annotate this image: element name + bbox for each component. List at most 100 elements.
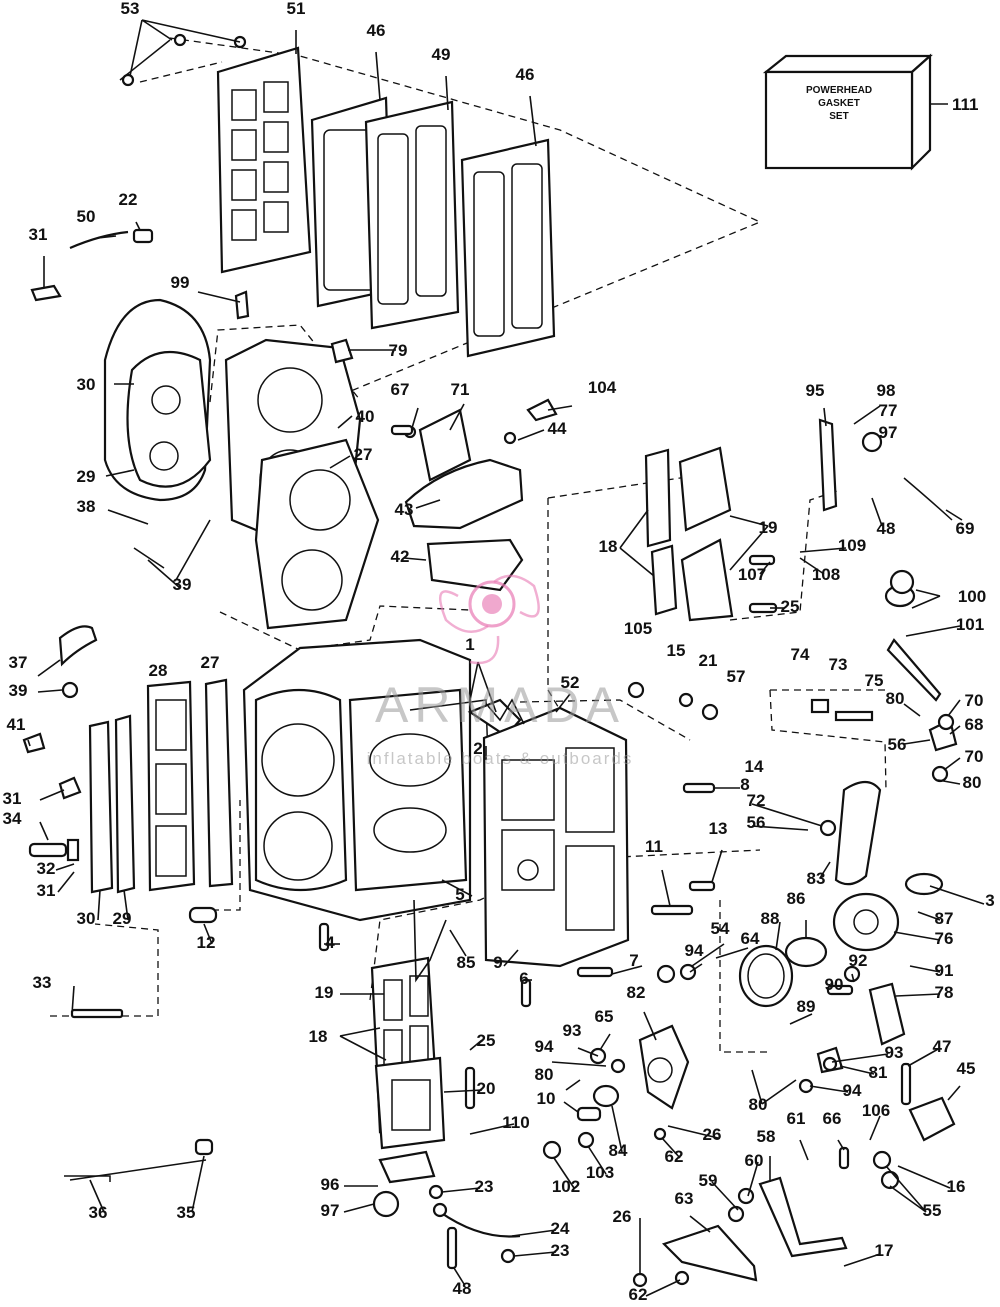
part-callout: 97: [879, 423, 898, 442]
part-callout: 69: [956, 519, 975, 538]
part-callout: 47: [933, 1037, 952, 1056]
part-callout: 94: [843, 1081, 862, 1100]
part-callout: 63: [675, 1189, 694, 1208]
part-callout: 84: [609, 1141, 628, 1160]
part-callout: 90: [825, 975, 844, 994]
part-callout: 104: [588, 378, 617, 397]
part-callout: 109: [838, 536, 866, 555]
part-callout: 24: [551, 1219, 570, 1238]
reed-valve-assembly: [644, 418, 953, 622]
part-callout: 4: [325, 933, 335, 952]
part-callout: 89: [797, 997, 816, 1016]
bypass-cover: [403, 398, 558, 592]
part-callout: 107: [738, 565, 766, 584]
choke-rod: [64, 1138, 214, 1182]
part-callout: 62: [665, 1147, 684, 1166]
part-callout: 83: [807, 869, 826, 888]
part-callout: 94: [535, 1037, 554, 1056]
part-callout: 31: [37, 881, 56, 900]
part-callout: 110: [502, 1113, 529, 1132]
part-callout: 75: [865, 671, 884, 690]
part-callout: 72: [747, 791, 766, 810]
spark-plug: [22, 625, 124, 1019]
part-callout: 100: [958, 587, 986, 606]
part-callout: 70: [965, 691, 984, 710]
nuts-and-washers: [428, 681, 955, 1288]
part-callout: 94: [685, 941, 704, 960]
part-callout: 38: [77, 497, 96, 516]
part-callout: 46: [367, 21, 386, 40]
part-callout: 18: [309, 1027, 328, 1046]
part-callout: 36: [89, 1203, 108, 1222]
part-callout: 40: [356, 407, 375, 426]
part-callout: 37: [9, 653, 28, 672]
gasket-box-line-2: GASKET: [818, 98, 860, 109]
part-callout: 62: [629, 1285, 648, 1304]
part-callout: 32: [37, 859, 56, 878]
part-callout: 30: [77, 375, 96, 394]
part-callout: 74: [791, 645, 810, 664]
powerhead-gasket-set-box: POWERHEAD GASKET SET 111: [762, 53, 979, 171]
throttle-linkage: [810, 569, 958, 952]
part-callout: 12: [197, 933, 216, 952]
crankcase-block: [242, 638, 522, 922]
part-callout: 28: [149, 661, 168, 680]
part-callout: 80: [535, 1065, 554, 1084]
part-callout: 49: [432, 45, 451, 64]
part-callout: 85: [457, 953, 476, 972]
part-callout: 30: [77, 909, 96, 928]
part-callout: 102: [552, 1177, 580, 1196]
part-callout: 77: [879, 401, 898, 420]
part-callout: 27: [354, 445, 373, 464]
part-callout: 67: [391, 380, 410, 399]
part-callout: 80: [886, 689, 905, 708]
part-callout: 10: [537, 1089, 556, 1108]
part-callout: 96: [321, 1175, 340, 1194]
part-callout: 79: [389, 341, 408, 360]
part-callout: 11: [645, 837, 663, 856]
part-callout: 88: [761, 909, 780, 928]
part-callout: 31: [29, 225, 48, 244]
part-callout: 61: [787, 1109, 806, 1128]
part-callout: 58: [757, 1127, 776, 1146]
screws: [318, 424, 912, 1270]
part-callout: 39: [173, 575, 192, 594]
part-callout: 8: [740, 775, 749, 794]
part-callout: 76: [935, 929, 954, 948]
intake-manifold: [370, 956, 446, 1218]
part-callout: 108: [812, 565, 840, 584]
part-callout: 44: [548, 419, 567, 438]
part-callout: 48: [453, 1279, 472, 1298]
part-callout: 41: [7, 715, 26, 734]
cylinder-head: [103, 298, 212, 502]
part-callout: 106: [862, 1101, 890, 1120]
part-callout: 56: [888, 735, 907, 754]
part-callout: 56: [747, 813, 766, 832]
part-callout: 39: [9, 681, 28, 700]
part-callout: 3: [985, 891, 994, 910]
part-callout: 60: [745, 1151, 764, 1170]
part-callout: 27: [201, 653, 220, 672]
part-callout: 25: [781, 597, 800, 616]
wire-harness: [413, 698, 525, 1238]
hose-and-fitting: [30, 228, 154, 302]
gasket-box-callout: 111: [952, 95, 979, 114]
part-callout: 87: [935, 909, 954, 928]
part-callout: 25: [477, 1031, 496, 1050]
part-callout: 92: [849, 951, 868, 970]
part-callout: 33: [33, 973, 52, 992]
part-callout: 70: [965, 747, 984, 766]
part-callout: 65: [595, 1007, 614, 1026]
gasket-box-line-3: SET: [829, 111, 848, 122]
part-callout: 2: [473, 739, 482, 758]
part-callout: 52: [561, 673, 580, 692]
watermark-tagline: inflatable boats & outboards: [367, 749, 634, 768]
part-callout: 48: [877, 519, 896, 538]
part-callout: 29: [77, 467, 96, 486]
part-callout: 105: [624, 619, 652, 638]
part-callout: 22: [119, 190, 138, 209]
part-callout: 45: [957, 1059, 976, 1078]
part-callout: 26: [613, 1207, 632, 1226]
